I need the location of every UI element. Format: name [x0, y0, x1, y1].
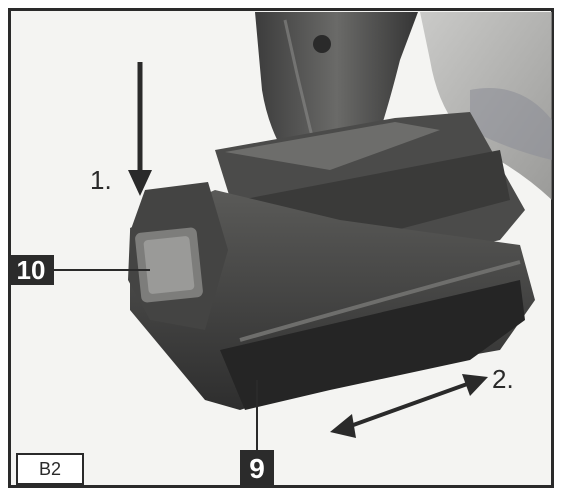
release-button-face	[143, 236, 195, 294]
slide-arrow-shaft	[344, 381, 471, 430]
slide-arrow-head-left	[330, 414, 356, 438]
slide-arrow-head-right	[462, 374, 488, 396]
foot-top	[225, 122, 440, 170]
battery-ridge	[239, 260, 521, 342]
handle-screw	[313, 35, 331, 53]
figure-id-label: B2	[16, 453, 84, 485]
callout-release-button: 10	[8, 255, 54, 285]
step-1-label: 1.	[90, 165, 112, 195]
press-arrow-head	[128, 170, 152, 196]
hand-shadow	[470, 88, 552, 160]
step-2-label: 2.	[492, 364, 514, 394]
callout-battery-pack: 9	[240, 450, 274, 488]
battery-lower	[220, 280, 525, 410]
